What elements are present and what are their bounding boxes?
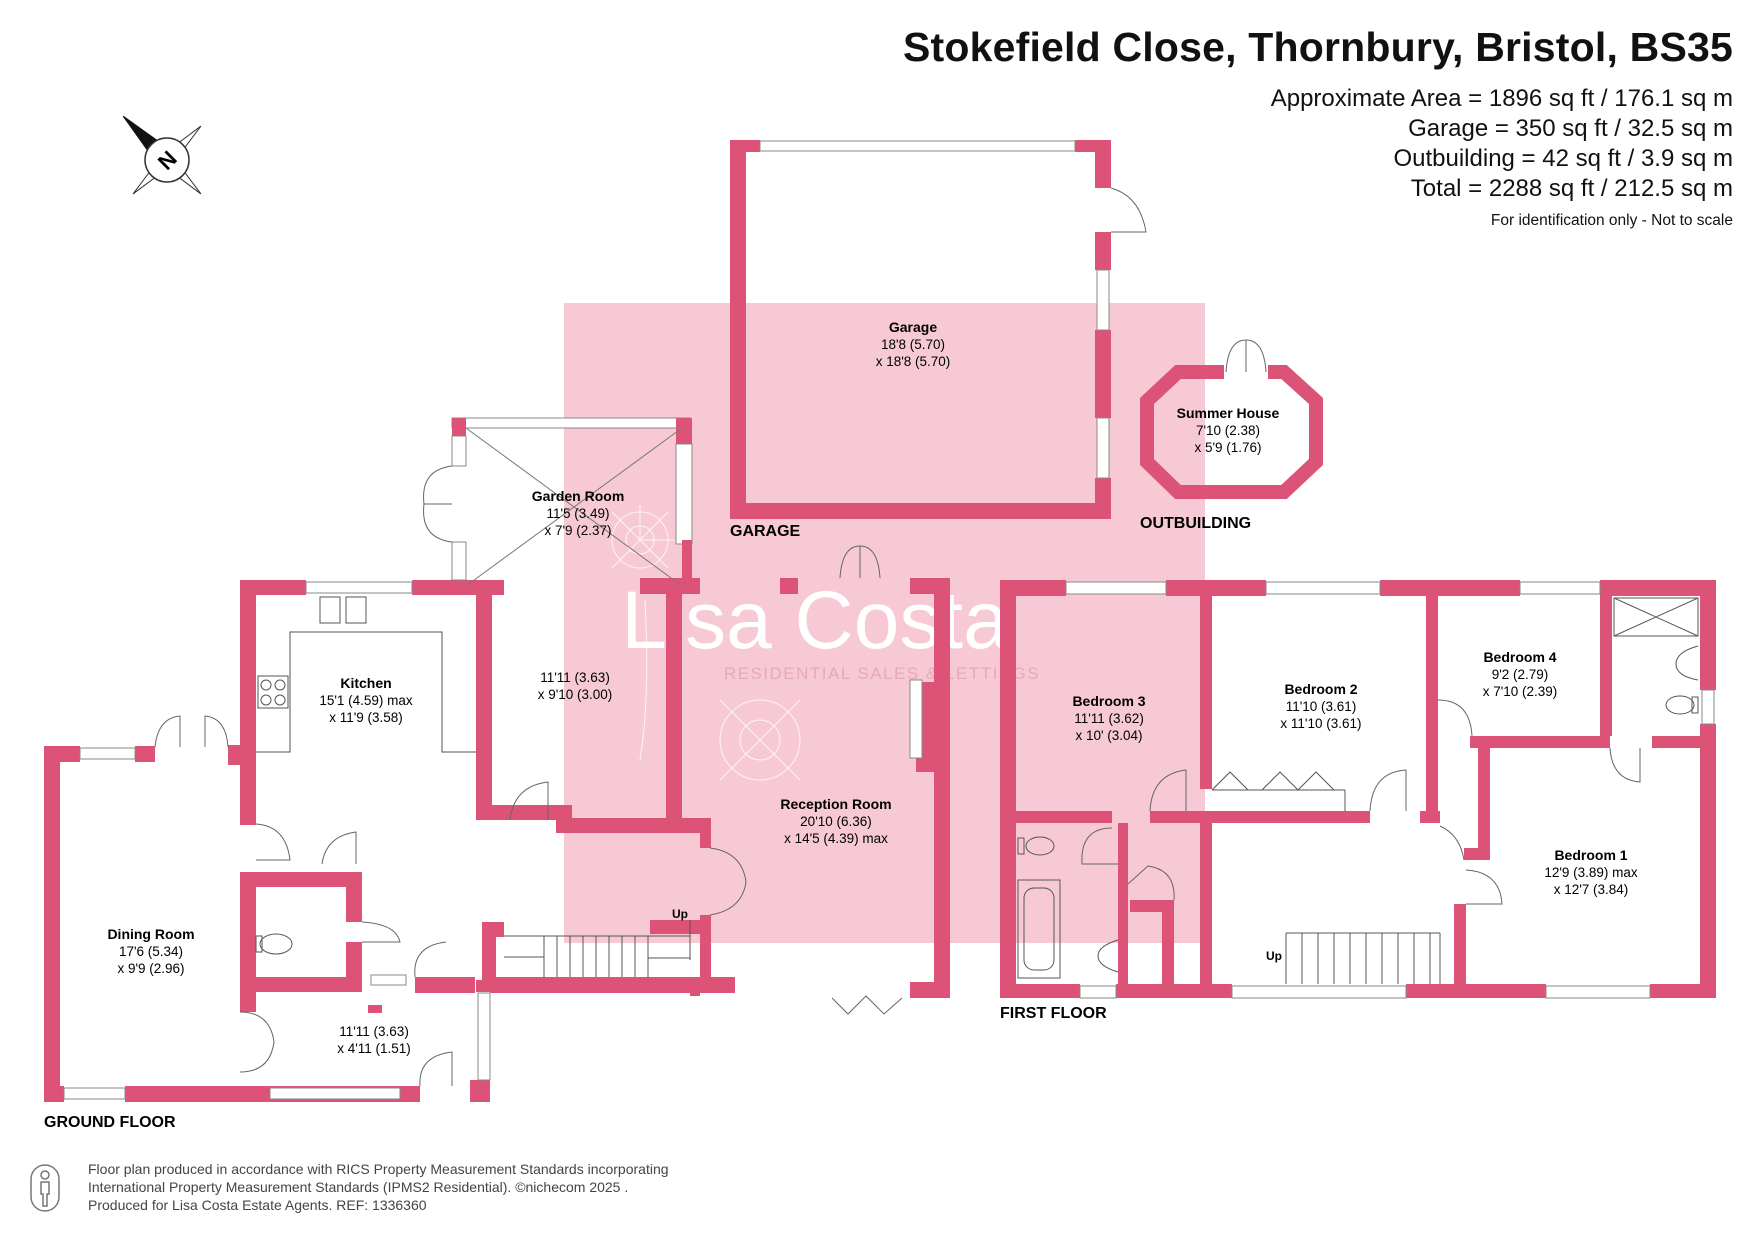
first-floor-doors xyxy=(1081,699,1641,905)
summer-house-name: Summer House xyxy=(1177,405,1280,421)
total-area: Total = 2288 sq ft / 212.5 sq m xyxy=(1410,175,1733,202)
garage-door xyxy=(759,140,1076,152)
bedroom2-dim1: 11'10 (3.61) xyxy=(1286,699,1357,714)
bedroom4-dim2: x 7'10 (2.39) xyxy=(1483,684,1558,699)
utility-dim1: 11'11 (3.63) xyxy=(540,670,610,685)
reception-dim2: x 14'5 (4.39) max xyxy=(784,831,888,846)
garden-room-dim1: 11'5 (3.49) xyxy=(546,506,609,521)
first-floor-label: FIRST FLOOR xyxy=(1000,1005,1107,1022)
footer-line-3: Produced for Lisa Costa Estate Agents. R… xyxy=(88,1197,427,1213)
garage-room-dim2: x 18'8 (5.70) xyxy=(876,354,951,369)
ground-stairs-up-label: Up xyxy=(672,907,688,921)
bedroom4-name: Bedroom 4 xyxy=(1483,649,1556,665)
wardrobe-doors xyxy=(1211,771,1346,811)
ground-floor-label: GROUND FLOOR xyxy=(44,1114,176,1131)
utility-dim2: x 9'10 (3.00) xyxy=(538,687,613,702)
bedroom3-dim2: x 10' (3.04) xyxy=(1075,728,1142,743)
bedroom1-dim2: x 12'7 (3.84) xyxy=(1554,882,1629,897)
person-scale-icon xyxy=(30,1164,60,1212)
first-floor-windows xyxy=(1065,581,1715,999)
first-bathroom-fixtures xyxy=(1017,836,1119,979)
kitchen-counters xyxy=(256,596,476,753)
garden-room-dim2: x 7'9 (2.37) xyxy=(544,523,611,538)
first-stairs-up-label: Up xyxy=(1266,949,1282,963)
watermark-tagline: RESIDENTIAL SALES & LETTINGS xyxy=(724,664,1040,683)
disclaimer-text: For identification only - Not to scale xyxy=(1490,212,1733,229)
ground-floor-windows xyxy=(63,581,923,1100)
kitchen-dim1: 15'1 (4.59) max xyxy=(319,693,413,708)
approximate-area: Approximate Area = 1896 sq ft / 176.1 sq… xyxy=(1270,85,1733,112)
hall-dim2: x 4'11 (1.51) xyxy=(337,1041,411,1056)
garage-walls xyxy=(730,140,1111,519)
watermark-dandelion-icon xyxy=(611,505,801,781)
hall-dim1: 11'11 (3.63) xyxy=(339,1024,409,1039)
ground-wc-icon xyxy=(255,933,293,955)
summer-house-dim1: 7'10 (2.38) xyxy=(1196,423,1260,438)
footer-line-1: Floor plan produced in accordance with R… xyxy=(88,1161,669,1177)
summer-house-walls xyxy=(1140,365,1323,499)
bedroom2-dim2: x 11'10 (3.61) xyxy=(1280,716,1361,731)
garage-side-door xyxy=(1110,187,1147,233)
reception-dim1: 20'10 (6.36) xyxy=(800,814,872,829)
bedroom3-dim1: 11'11 (3.62) xyxy=(1074,711,1144,726)
garage-floor-label: GARAGE xyxy=(730,523,801,540)
ground-stairs xyxy=(504,920,691,977)
first-floor-walls xyxy=(1000,580,1716,998)
garage-room-dim1: 18'8 (5.70) xyxy=(881,337,945,352)
bedroom1-name: Bedroom 1 xyxy=(1554,847,1627,863)
property-title: Stokefield Close, Thornbury, Bristol, BS… xyxy=(902,24,1733,70)
bedroom3-name: Bedroom 3 xyxy=(1072,693,1145,709)
north-compass-icon: N xyxy=(122,115,202,195)
summer-house-dim2: x 5'9 (1.76) xyxy=(1194,440,1261,455)
dining-dim2: x 9'9 (2.96) xyxy=(117,961,184,976)
garage-room-name: Garage xyxy=(889,319,937,335)
bedroom2-name: Bedroom 2 xyxy=(1284,681,1357,697)
dining-dim1: 17'6 (5.34) xyxy=(119,944,183,959)
garden-room-frame xyxy=(423,417,693,587)
kitchen-dim2: x 11'9 (3.58) xyxy=(329,710,403,725)
footer-notes: Floor plan produced in accordance with R… xyxy=(88,1160,669,1214)
outbuilding-area: Outbuilding = 42 sq ft / 3.9 sq m xyxy=(1393,145,1733,172)
bedroom4-dim1: 9'2 (2.79) xyxy=(1492,667,1549,682)
kitchen-name: Kitchen xyxy=(340,675,391,691)
footer-line-2: International Property Measurement Stand… xyxy=(88,1179,629,1195)
outbuilding-floor-label: OUTBUILDING xyxy=(1140,515,1251,532)
dining-name: Dining Room xyxy=(107,926,194,942)
ground-floor-doors xyxy=(154,545,903,1087)
first-floor-stairs xyxy=(1285,932,1441,984)
garage-area: Garage = 350 sq ft / 32.5 sq m xyxy=(1408,115,1733,142)
reception-name: Reception Room xyxy=(780,796,891,812)
garden-room-name: Garden Room xyxy=(532,488,625,504)
ensuite-fixtures xyxy=(1613,597,1699,715)
bedroom1-dim1: 12'9 (3.89) max xyxy=(1544,865,1638,880)
garage-windows xyxy=(1096,269,1110,479)
